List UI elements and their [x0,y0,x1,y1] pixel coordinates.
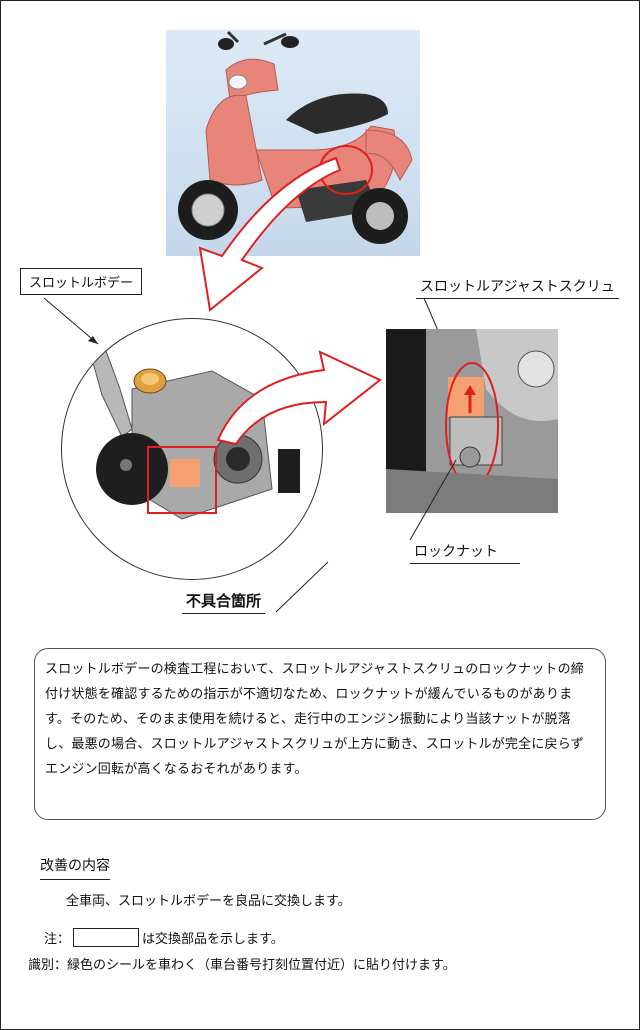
improvement-body: 全車両、スロットルボデーを良品に交換します。 [66,894,351,909]
throttle-body-label: スロットルボデー [20,268,143,295]
throttle-body-closeup [61,318,323,580]
pointer-arrow-2 [216,350,382,446]
description-text: スロットルボデーの検査工程において、スロットルアジャストスクリュのロックナットの… [45,662,584,777]
description-box: スロットルボデーの検査工程において、スロットルアジャストスクリュのロックナットの… [34,648,606,820]
defect-leader-line [275,561,329,613]
throttle-body-leader-line [43,297,99,345]
adjust-screw-label: スロットルアジャストスクリュ [416,276,619,299]
pointer-arrow-1 [198,156,342,312]
defect-location-label: 不具合箇所 [182,590,266,614]
lock-nut-label: ロックナット [410,541,520,564]
identification-text: 識別：緑色のシールを車わく（車台番号打刻位置付近）に貼り付けます。 [28,958,456,973]
note-suffix: は交換部品を示します。 [142,932,284,947]
replacement-part-legend-box [73,928,140,947]
adjust-screw-detail-image [386,329,558,513]
note-line: 注： は交換部品を示します。 [44,928,284,947]
improvement-title: 改善の内容 [40,855,110,880]
lock-nut-leader-line [409,459,457,541]
note-prefix: 注： [44,932,71,947]
